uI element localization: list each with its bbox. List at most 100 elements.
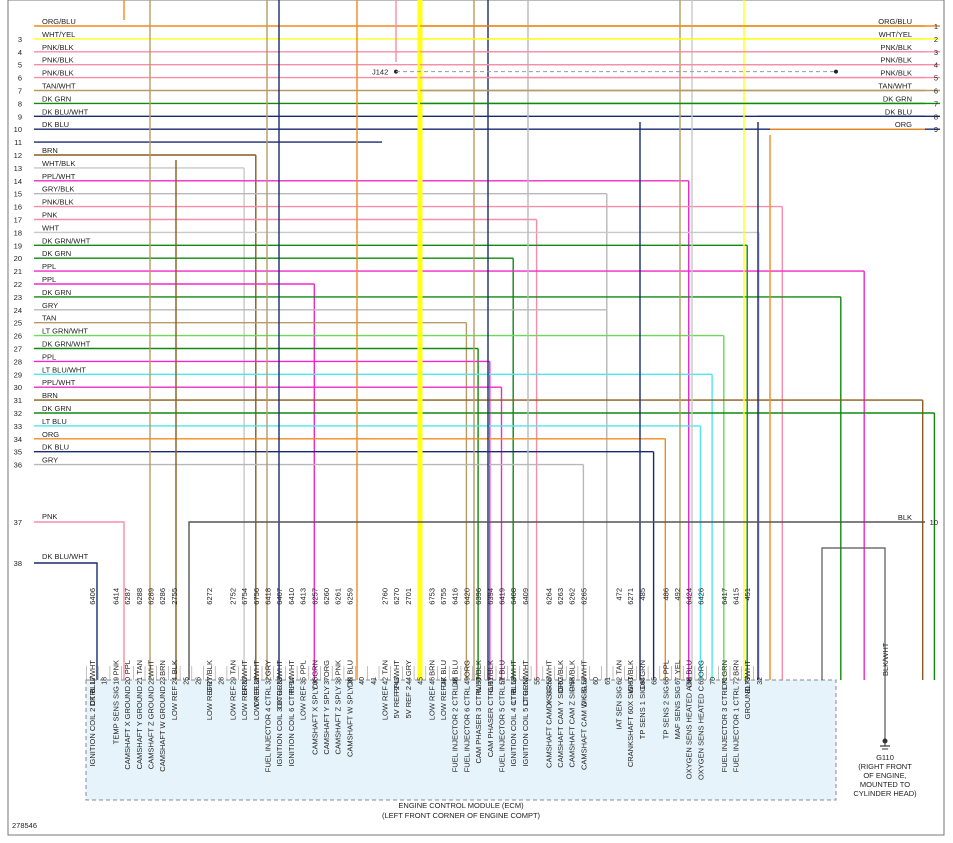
pin-number-59: 59 — [581, 677, 588, 685]
pin-circuit-63: 6271 — [626, 588, 635, 605]
left-wire-label: PNK/BLK — [42, 56, 74, 65]
left-wire-number: 5 — [18, 61, 22, 70]
pin-wire-color-69: ORG — [696, 660, 705, 677]
pin-function-50: CAM PHASER 3 CTRL — [474, 686, 483, 764]
splice-dot-right — [834, 69, 838, 74]
pin-number-44: 44 — [406, 677, 413, 685]
label-layer: ORG/BLU3WHT/YEL4PNK/BLK5PNK/BLK6PNK/BLK7… — [14, 17, 938, 568]
pin-function-24: LOW REF — [170, 686, 179, 721]
pin-number-45: 45 — [418, 677, 425, 685]
pin-number-32: 32 — [757, 677, 764, 685]
right-wire-number: 5 — [934, 74, 938, 83]
ground-id: G110 — [876, 753, 894, 762]
pin-function-19: TEMP SENS SIG — [111, 686, 120, 744]
pin-circuit-43: 6270 — [392, 588, 401, 605]
pin-number-19: 19 — [113, 677, 120, 685]
pin-circuit-46: 6753 — [427, 588, 436, 605]
pin-wire-color-43: PPL/WHT — [392, 660, 401, 694]
pin-circuit-62: 472 — [615, 588, 624, 601]
left-wire-label: PNK/BLK — [42, 43, 74, 52]
pin-number-36: 36 — [312, 677, 319, 685]
pin-number-52: 52 — [500, 677, 507, 685]
left-wire-number: 6 — [18, 74, 22, 83]
pin-function-53: IGNITION COIL 4 CTRL — [509, 686, 518, 767]
pin-wire-color-50: WHT/BLK — [474, 660, 483, 693]
pin-function-32: FUEL INJECTOR 4 CTRL — [264, 686, 273, 772]
ecm-location: (LEFT FRONT CORNER OF ENGINE COMPT) — [382, 811, 541, 820]
right-wire-label: ORG — [895, 120, 912, 129]
pin-number-60: 60 — [593, 677, 600, 685]
pin-circuit-56: 6264 — [544, 588, 553, 605]
pin-wire-color-32: GRY — [264, 660, 273, 676]
pin-function-68: OXYGEN SENS HEATED A — [685, 686, 694, 779]
pin-function-38: CAMSHAFT Z SPLY — [334, 686, 343, 755]
pin-circuit-68: 6424 — [685, 588, 694, 605]
pin-number-22: 22 — [149, 677, 156, 685]
pin-wire-color-34: PPL/WHT — [287, 660, 296, 694]
left-wire-label: PPL/WHT — [42, 172, 76, 181]
pin-function-44: 5V REF 2 — [404, 686, 413, 719]
pin-number-28: 28 — [219, 677, 226, 685]
pin-circuit-31: 6756 — [252, 588, 261, 605]
pin-wire-color-67: YEL — [673, 660, 682, 674]
left-wire-label: TAN — [42, 314, 56, 323]
left-wire-label: DK GRN — [42, 94, 71, 103]
left-wire-38 — [34, 562, 98, 680]
left-wire-label: DK BLU/WHT — [42, 552, 89, 561]
pin-wire-color-17: DK BLU/WHT — [88, 660, 97, 707]
left-wire-number: 25 — [14, 319, 22, 328]
pin-function-56: CAMSHAFT CAM X SIG — [544, 686, 553, 768]
pin-circuit-32: 6418 — [264, 588, 273, 605]
ground-desc-line: OF ENGINE, — [863, 771, 906, 780]
pin-circuit-29: 2752 — [228, 588, 237, 605]
left-wire-number: 16 — [14, 203, 22, 212]
left-wire-number: 37 — [14, 518, 22, 527]
ground-desc-line: CYLINDER HEAD) — [853, 789, 917, 798]
pin-circuit-38: 6261 — [334, 588, 343, 605]
right-wire-blk — [188, 521, 925, 680]
pin-circuit-22: 6289 — [147, 588, 156, 605]
pin-number-40: 40 — [359, 677, 366, 685]
pin-function-73: GROUND — [743, 685, 752, 719]
left-wire-number: 29 — [14, 370, 22, 379]
pin-circuit-33: 6407 — [275, 588, 284, 605]
pin-function-37: CAMSHAFT Y SPLY — [322, 686, 331, 755]
pin-number-65: 65 — [652, 677, 659, 685]
right-wire-label: PNK/BLK — [880, 56, 912, 65]
pin-wire-color-63: WHT/BLK — [626, 660, 635, 693]
pin-function-48: FUEL INJECTOR 2 CTRL — [451, 686, 460, 772]
pin-wire-color-51: GRY/BLK — [486, 660, 495, 692]
left-wire-37 — [34, 521, 125, 680]
pin-wire-color-56: DK GRN/WHT — [544, 660, 553, 709]
pin-wire-color-30: BRN/WHT — [240, 660, 249, 695]
left-wire-label: DK BLU — [42, 120, 69, 129]
pin-circuit-35: 6413 — [299, 588, 308, 605]
pin-number-30: 30 — [242, 677, 249, 685]
pin-wire-color-29: TAN — [228, 660, 237, 674]
left-wire-number: 7 — [18, 87, 22, 96]
diagram-border — [7, 0, 945, 836]
left-wire-label: PNK/BLK — [42, 69, 74, 78]
right-wire-label: PNK/BLK — [880, 69, 912, 78]
pin-wire-color-47: DK BLU — [439, 660, 448, 687]
pin-number-54: 54 — [523, 677, 530, 685]
pin-wire-color-57: ORG/BLK — [556, 660, 565, 693]
pin-function-46: LOW REF — [427, 686, 436, 721]
ground-desc-line: (RIGHT FRONT — [858, 762, 912, 771]
pin-function-33: IGNITION COIL 3 CTRL — [275, 686, 284, 767]
left-wire-number: 34 — [14, 435, 22, 444]
pin-number-31: 31 — [254, 677, 261, 685]
left-wire-number: 35 — [14, 448, 22, 457]
ecm-title: ENGINE CONTROL MODULE (ECM) — [398, 801, 524, 810]
pin-function-67: MAF SENS SIG — [673, 686, 682, 740]
pin-function-71: FUEL INJECTOR 3 CTRL — [720, 686, 729, 772]
left-wire-number: 36 — [14, 461, 22, 470]
left-wire-label: WHT — [42, 223, 59, 232]
pin-circuit-53: 6408 — [509, 588, 518, 605]
pin-function-21: CAMSHAFT Y GROUND — [135, 685, 144, 769]
pin-wire-color-33: DK GRN/WHT — [275, 660, 284, 709]
pin-circuit-27: 6272 — [205, 588, 214, 605]
pin-circuit-59: 6265 — [579, 588, 588, 605]
pin-function-31: LOW REF — [252, 686, 261, 721]
right-wire-label: ORG/BLU — [878, 17, 912, 26]
